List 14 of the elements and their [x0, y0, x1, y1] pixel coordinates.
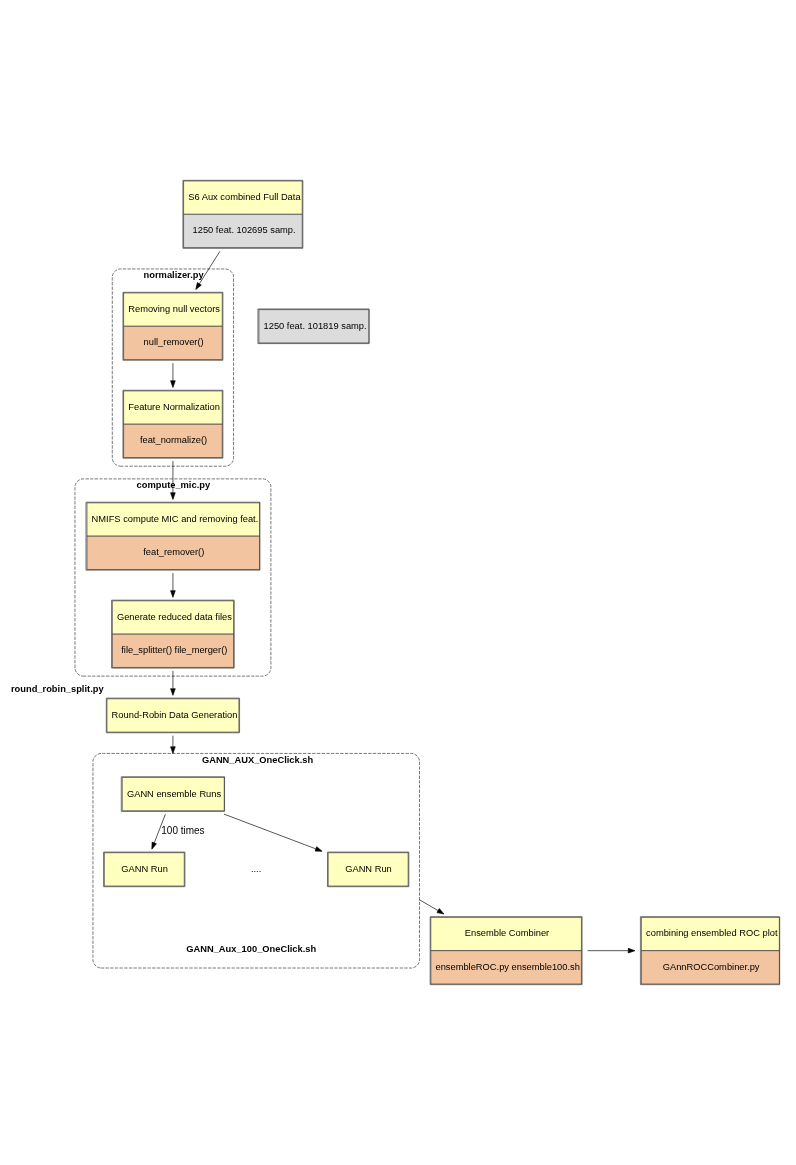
arrow — [195, 250, 221, 290]
arrow — [170, 460, 176, 500]
node-label: round_robin_split.py — [10, 684, 104, 695]
arrow — [419, 899, 445, 915]
arrow — [151, 813, 166, 850]
arrow — [170, 735, 176, 754]
arrow — [587, 948, 636, 954]
edge-label: 100 times — [161, 825, 205, 837]
label: .... — [250, 863, 262, 874]
label: GANN_Aux_100_OneClick.sh — [186, 944, 317, 955]
arrow — [170, 362, 176, 388]
arrow — [170, 572, 176, 598]
arrow — [223, 813, 323, 852]
arrow — [170, 670, 176, 696]
